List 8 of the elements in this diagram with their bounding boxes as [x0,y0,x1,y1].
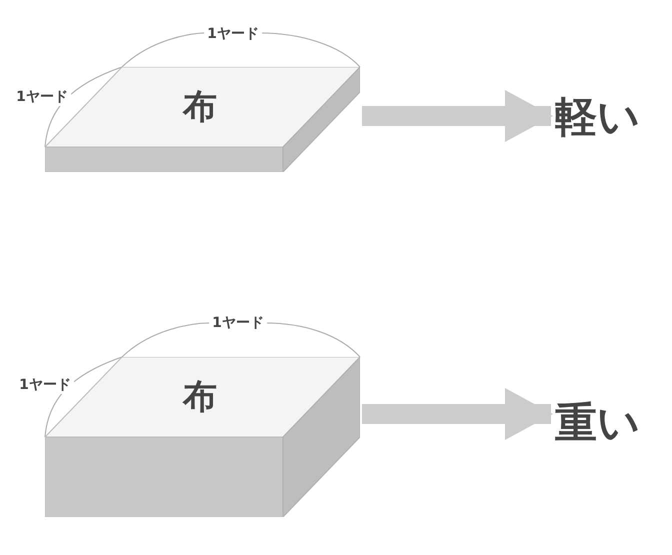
arrow [362,388,553,440]
dimension-label: 1ヤード [209,314,267,332]
cloth-label: 布 [183,86,217,129]
result-word: 重い [555,398,665,448]
dimension-label: 1ヤード [204,25,262,43]
cloth-label: 布 [183,376,217,419]
result-word: 軽い [555,92,665,142]
arrow [362,90,553,142]
